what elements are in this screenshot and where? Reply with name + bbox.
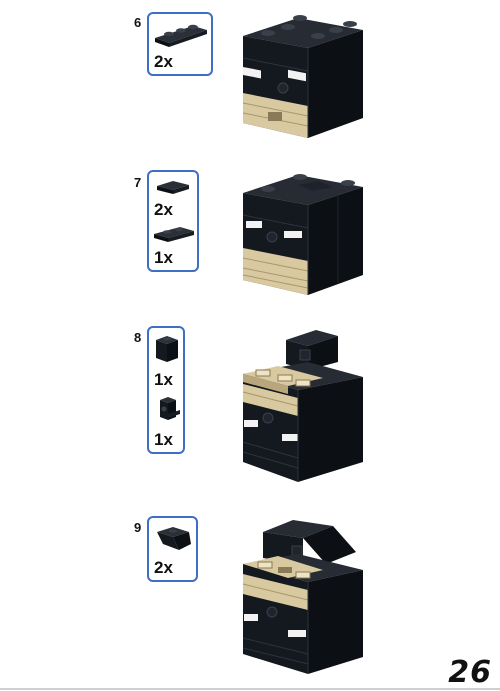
black-brick-1x1-icon: [156, 336, 178, 362]
part-quantity: 2x: [154, 558, 173, 577]
step-number-6: 6: [134, 15, 142, 30]
part-quantity: 1x: [154, 370, 173, 389]
black-plate-1x2-icon: [154, 227, 194, 242]
parts-callout-step-8: 1x 1x: [147, 326, 185, 454]
footer-divider: [0, 688, 500, 690]
black-plate-1x3-icon: [155, 24, 207, 47]
assembly-step-9-illustration: [242, 520, 363, 674]
part-quantity: 1x: [154, 430, 173, 449]
page-number: 26: [448, 655, 492, 690]
step-number-7: 7: [134, 175, 142, 190]
assembly-step-8-illustration: [242, 330, 363, 482]
part-quantity: 2x: [154, 200, 173, 219]
assembly-step-6-illustration: [242, 15, 363, 138]
black-slope-inverted-icon: [157, 527, 191, 550]
parts-callout-step-6: 2x: [147, 12, 213, 76]
step-number-8: 8: [134, 330, 142, 345]
step-number-9: 9: [134, 520, 142, 535]
black-tile-1x1-icon: [157, 181, 189, 194]
parts-callout-step-7: 2x 1x: [147, 170, 199, 272]
parts-callout-step-9: 2x: [147, 516, 198, 582]
assembly-step-7-illustration: [242, 174, 363, 295]
black-bracket-1x1-icon: [160, 397, 180, 420]
part-quantity: 2x: [154, 52, 173, 71]
part-quantity: 1x: [154, 248, 173, 267]
